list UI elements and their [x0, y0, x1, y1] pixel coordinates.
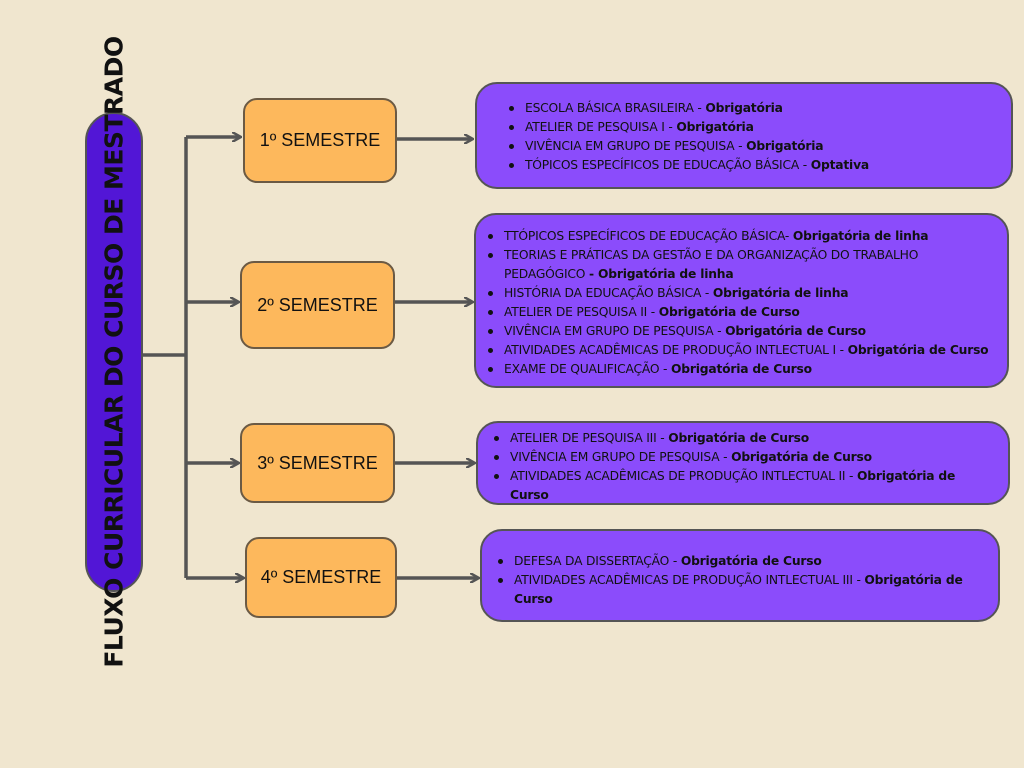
course-item: VIVÊNCIA EM GRUPO DE PESQUISA - Obrigató… — [494, 448, 986, 467]
course-item: ATIVIDADES ACADÊMICAS DE PRODUÇÃO INTLEC… — [498, 571, 966, 609]
course-status: Obrigatória de Curso — [510, 469, 956, 502]
semester-4-courses: DEFESA DA DISSERTAÇÃO - Obrigatória de C… — [480, 529, 1000, 622]
course-name: ATIVIDADES ACADÊMICAS DE PRODUÇÃO INTLEC… — [514, 573, 865, 587]
semester-4-label: 4º SEMESTRE — [260, 567, 382, 587]
course-status: Obrigatória de Curso — [731, 450, 872, 464]
semester-2-label: 2º SEMESTRE — [257, 294, 378, 315]
semester-4-box: 4º SEMESTRE — [245, 537, 397, 618]
course-name: ATELIER DE PESQUISA I - — [525, 120, 677, 134]
course-status: Obrigatória de Curso — [680, 554, 822, 568]
course-name: EXAME DE QUALIFICAÇÃO - — [504, 362, 672, 376]
semester-1-courses: ESCOLA BÁSICA BRASILEIRA - Obrigatória A… — [475, 82, 1013, 189]
course-item: HISTÓRIA DA EDUCAÇÃO BÁSICA - Obrigatóri… — [488, 284, 993, 303]
course-status: Obrigatória — [676, 120, 754, 134]
course-name: ATELIER DE PESQUISA III - — [510, 431, 669, 445]
course-status: Obrigatória de Curso — [668, 431, 810, 445]
course-status: Obrigatória de Curso — [847, 343, 989, 357]
course-status: Obrigatória de linha — [792, 229, 929, 243]
course-status: Obrigatória — [746, 139, 824, 153]
course-name: VIVÊNCIA EM GRUPO DE PESQUISA - — [504, 324, 726, 338]
course-status: Obrigatória de Curso — [514, 573, 963, 606]
course-status: Obrigatória de Curso — [658, 305, 800, 319]
course-item: TÓPICOS ESPECÍFICOS DE EDUCAÇÃO BÁSICA -… — [509, 156, 1011, 175]
course-status: - Obrigatória de linha — [588, 267, 734, 281]
course-status: Optativa — [810, 158, 869, 172]
course-name: VIVÊNCIA EM GRUPO DE PESQUISA - — [510, 450, 732, 464]
course-item: ATELIER DE PESQUISA I - Obrigatória — [509, 118, 1011, 137]
course-item: EXAME DE QUALIFICAÇÃO - Obrigatória de C… — [488, 360, 993, 379]
course-name: HISTÓRIA DA EDUCAÇÃO BÁSICA - — [504, 286, 713, 300]
course-status: Obrigatória de Curso — [725, 324, 866, 338]
semester-2-courses: TTÓPICOS ESPECÍFICOS DE EDUCAÇÃO BÁSICA-… — [474, 213, 1009, 388]
course-status: Obrigatória — [705, 101, 783, 115]
course-name: DEFESA DA DISSERTAÇÃO - — [514, 554, 681, 568]
semester-1-label: 1º SEMESTRE — [259, 130, 381, 150]
semester-3-label: 3º SEMESTRE — [257, 452, 378, 473]
semester-3-box: 3º SEMESTRE — [240, 423, 395, 503]
course-item: ATELIER DE PESQUISA III - Obrigatória de… — [494, 429, 986, 448]
course-name: ATELIER DE PESQUISA II - — [504, 305, 659, 319]
course-name: ATIVIDADES ACADÊMICAS DE PRODUÇÃO INTLEC… — [510, 469, 857, 483]
course-item: ATELIER DE PESQUISA II - Obrigatória de … — [488, 303, 993, 322]
course-name: TEORIAS E PRÁTICAS DA GESTÃO E DA ORGANI… — [504, 248, 919, 281]
semester-1-box: 1º SEMESTRE — [243, 98, 397, 183]
course-item: ESCOLA BÁSICA BRASILEIRA - Obrigatória — [509, 99, 1011, 118]
course-name: TTÓPICOS ESPECÍFICOS DE EDUCAÇÃO BÁSICA- — [504, 229, 793, 243]
semester-3-courses: ATELIER DE PESQUISA III - Obrigatória de… — [476, 421, 1010, 505]
course-item: TEORIAS E PRÁTICAS DA GESTÃO E DA ORGANI… — [488, 246, 993, 284]
course-item: TTÓPICOS ESPECÍFICOS DE EDUCAÇÃO BÁSICA-… — [488, 227, 993, 246]
course-name: ESCOLA BÁSICA BRASILEIRA - — [525, 101, 706, 115]
course-status: Obrigatória de Curso — [671, 362, 812, 376]
course-status: Obrigatória de linha — [712, 286, 849, 300]
course-item: ATIVIDADES ACADÊMICAS DE PRODUÇÃO INTLEC… — [494, 467, 986, 505]
course-item: ATIVIDADES ACADÊMICAS DE PRODUÇÃO INTLEC… — [488, 341, 993, 360]
course-item: VIVÊNCIA EM GRUPO DE PESQUISA - Obrigató… — [488, 322, 993, 341]
semester-2-box: 2º SEMESTRE — [240, 261, 395, 349]
course-name: VIVÊNCIA EM GRUPO DE PESQUISA - — [525, 139, 747, 153]
course-name: TÓPICOS ESPECÍFICOS DE EDUCAÇÃO BÁSICA - — [525, 158, 811, 172]
course-item: DEFESA DA DISSERTAÇÃO - Obrigatória de C… — [498, 552, 966, 571]
title-pill — [85, 112, 143, 592]
course-item: VIVÊNCIA EM GRUPO DE PESQUISA - Obrigató… — [509, 137, 1011, 156]
course-name: ATIVIDADES ACADÊMICAS DE PRODUÇÃO INTLEC… — [504, 343, 848, 357]
